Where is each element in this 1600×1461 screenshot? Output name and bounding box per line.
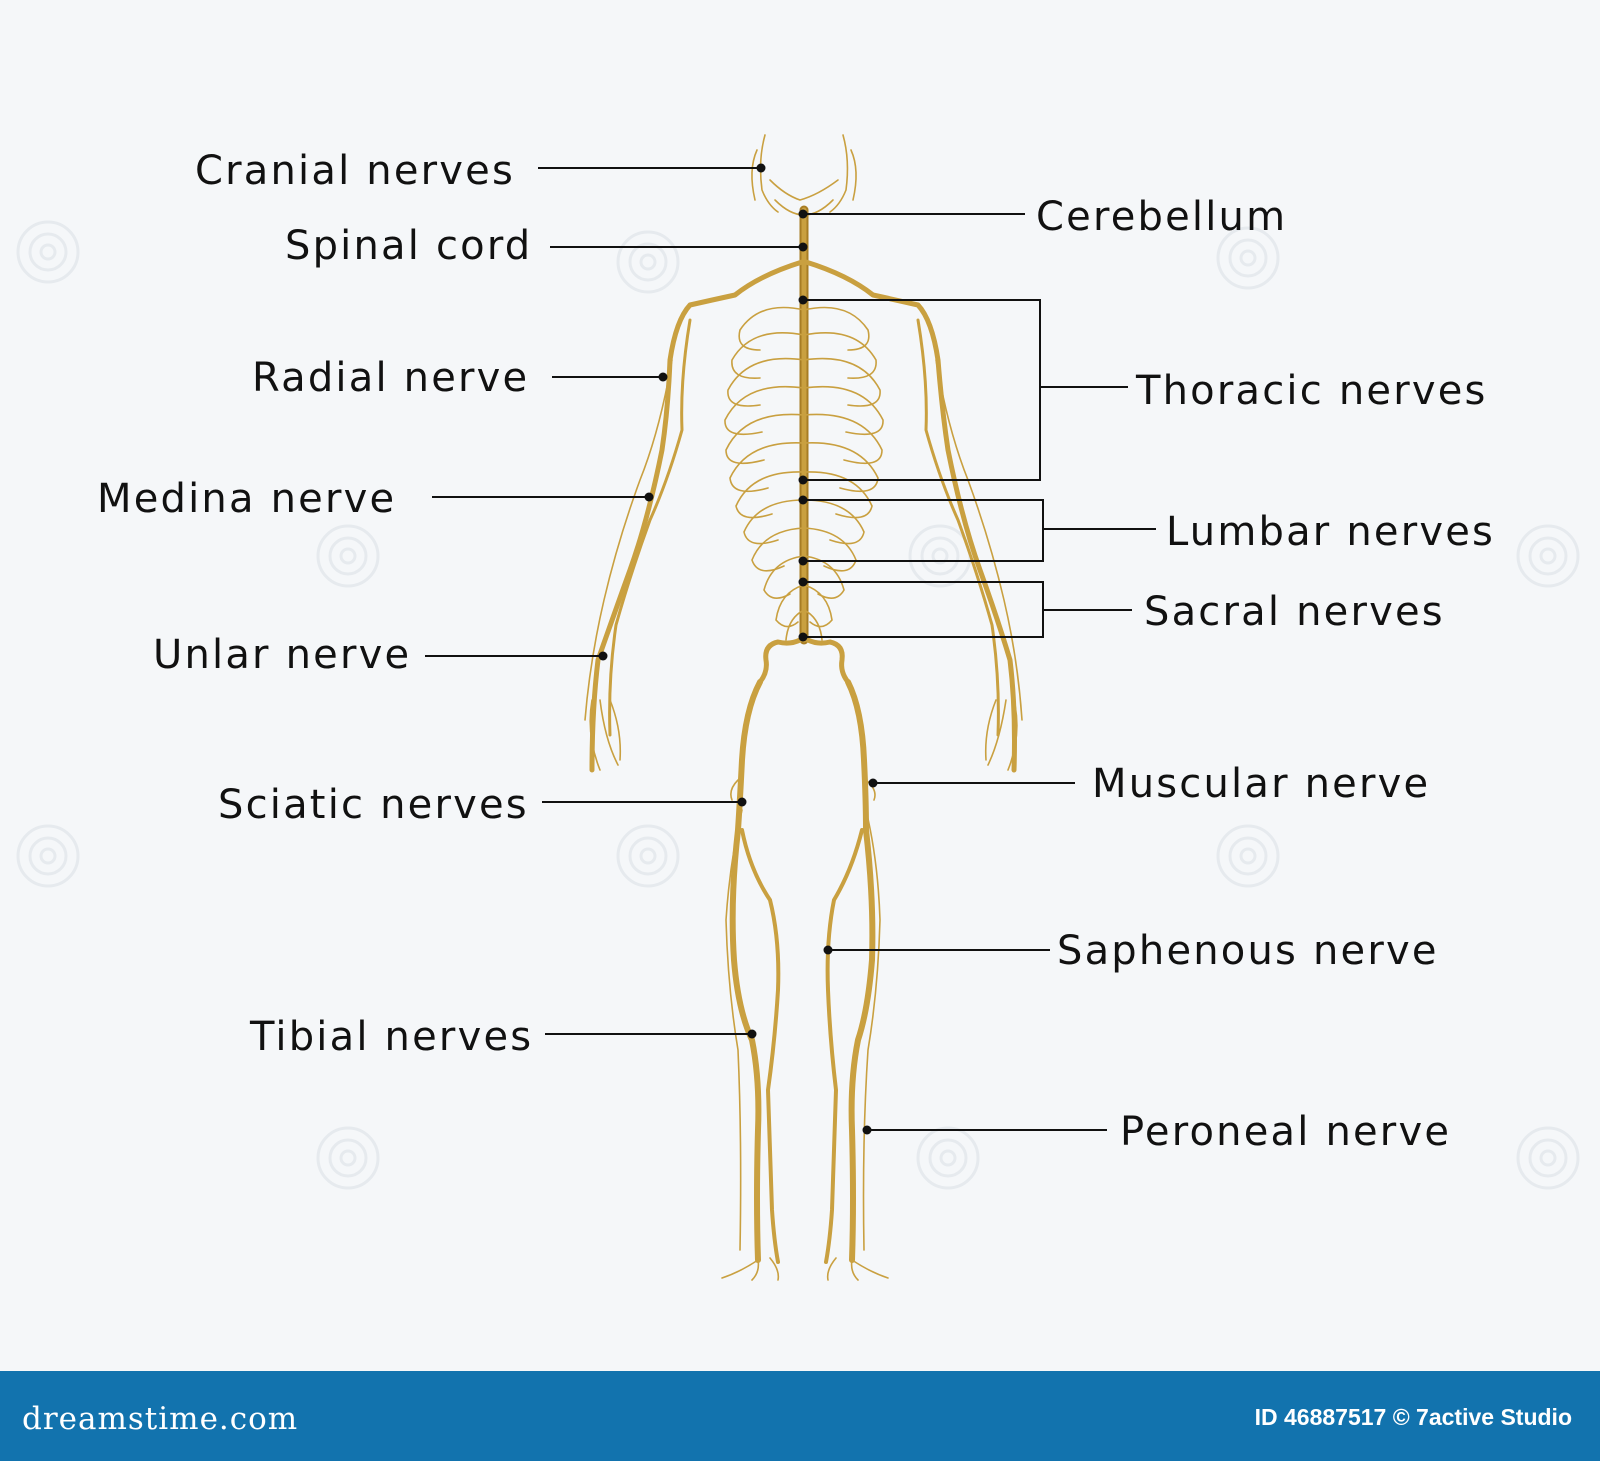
sacral-nerves-label: Sacral nerves bbox=[1144, 589, 1445, 635]
thoracic-nerves-label: Thoracic nerves bbox=[1135, 368, 1488, 414]
label-cranial-nerves: Cranial nerves bbox=[195, 148, 766, 194]
nervous-system-figure bbox=[584, 134, 1023, 1281]
sciatic-nerves-label: Sciatic nerves bbox=[218, 782, 529, 828]
label-sciatic-nerves: Sciatic nerves bbox=[218, 782, 747, 828]
spinal-cord-label: Spinal cord bbox=[285, 223, 532, 269]
spiral-watermark-icon bbox=[316, 1126, 380, 1190]
spiral-watermark-icon bbox=[616, 824, 680, 888]
lumbar-nerves-label: Lumbar nerves bbox=[1166, 509, 1495, 555]
label-lumbar-nerves: Lumbar nerves bbox=[798, 495, 1495, 566]
label-sacral-nerves: Sacral nerves bbox=[798, 577, 1445, 642]
label-thoracic-nerves: Thoracic nerves bbox=[798, 295, 1488, 485]
tibial-nerves-label: Tibial nerves bbox=[249, 1014, 533, 1060]
peroneal-nerve-label: Peroneal nerve bbox=[1120, 1109, 1451, 1155]
left-labels: Cranial nerves Spinal cord Radial nerve … bbox=[97, 148, 808, 1060]
nervous-system-diagram: Cranial nerves Spinal cord Radial nerve … bbox=[16, 134, 1580, 1281]
medina-nerve-label: Medina nerve bbox=[97, 476, 396, 522]
unlar-nerve-label: Unlar nerve bbox=[153, 632, 411, 678]
spiral-watermark-icon bbox=[16, 824, 80, 888]
right-labels: Cerebellum Thoracic nerves Lumbar nerves… bbox=[798, 194, 1495, 1155]
spiral-watermark-icon bbox=[1516, 1126, 1580, 1190]
spiral-watermark-icon bbox=[916, 1126, 980, 1190]
watermark-group bbox=[16, 220, 1580, 1190]
label-unlar-nerve: Unlar nerve bbox=[153, 632, 608, 678]
spiral-watermark-icon bbox=[1216, 824, 1280, 888]
label-muscular-nerve: Muscular nerve bbox=[868, 761, 1430, 807]
label-spinal-cord: Spinal cord bbox=[285, 223, 808, 269]
image-credit: ID 46887517 © 7active Studio bbox=[1254, 1404, 1572, 1430]
spiral-watermark-icon bbox=[316, 524, 380, 588]
site-logo-text[interactable]: dreamstime.com bbox=[22, 1401, 299, 1437]
footer-bar: dreamstime.com ID 46887517 © 7active Stu… bbox=[0, 1371, 1600, 1461]
cerebellum-label: Cerebellum bbox=[1036, 194, 1287, 240]
spiral-watermark-icon bbox=[16, 220, 80, 284]
spiral-watermark-icon bbox=[616, 230, 680, 294]
muscular-nerve-label: Muscular nerve bbox=[1092, 761, 1430, 807]
label-tibial-nerves: Tibial nerves bbox=[249, 1014, 757, 1060]
label-peroneal-nerve: Peroneal nerve bbox=[862, 1109, 1451, 1155]
radial-nerve-label: Radial nerve bbox=[252, 355, 529, 401]
rib-nerves bbox=[724, 306, 884, 641]
label-medina-nerve: Medina nerve bbox=[97, 476, 654, 522]
spiral-watermark-icon bbox=[1516, 524, 1580, 588]
spiral-watermark-icon bbox=[1216, 226, 1280, 290]
label-saphenous-nerve: Saphenous nerve bbox=[823, 928, 1439, 974]
label-cerebellum: Cerebellum bbox=[798, 194, 1287, 240]
saphenous-nerve-label: Saphenous nerve bbox=[1057, 928, 1439, 974]
label-radial-nerve: Radial nerve bbox=[252, 355, 668, 401]
cranial-nerves-label: Cranial nerves bbox=[195, 148, 515, 194]
spiral-watermark-icon bbox=[908, 524, 972, 588]
